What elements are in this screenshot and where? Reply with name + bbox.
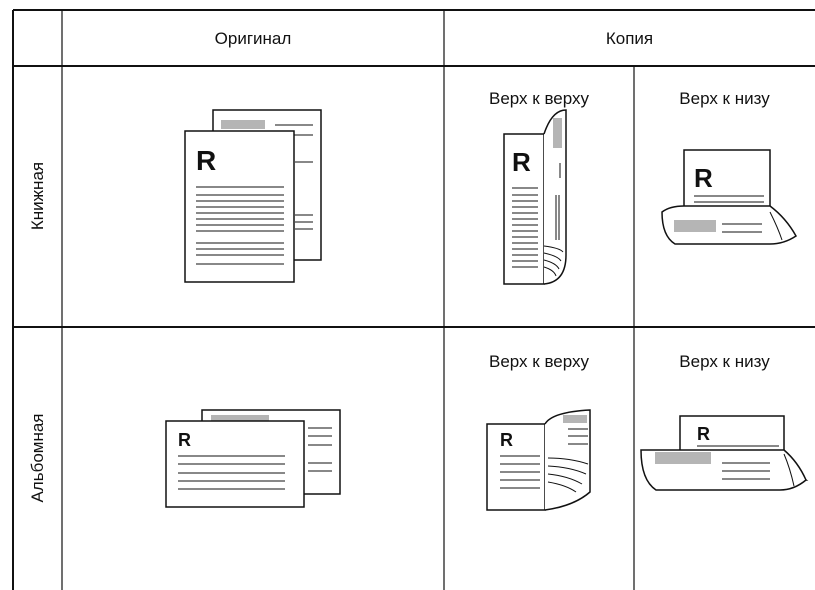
page-letter: R — [697, 424, 710, 444]
page-letter: R — [178, 430, 191, 450]
portrait-original-pages-icon: R — [184, 109, 322, 283]
header-copy: Копия — [605, 29, 654, 48]
page-letter: R — [694, 163, 713, 193]
landscape-original-pages-icon: R — [165, 409, 341, 508]
subheader-top-to-top-landscape: Верх к верху — [489, 352, 589, 371]
landscape-copy-top-to-bottom-icon: R — [640, 415, 809, 491]
portrait-copy-top-to-top-icon: R — [503, 109, 567, 285]
landscape-copy-top-to-top-icon: R — [486, 409, 591, 511]
subheader-top-to-bottom-landscape: Верх к низу — [679, 352, 770, 371]
header-original: Оригинал — [214, 29, 292, 48]
portrait-copy-top-to-bottom-icon: R — [661, 149, 797, 245]
page-letter: R — [512, 147, 531, 177]
page-letter: R — [500, 430, 513, 450]
subheader-top-to-top-portrait: Верх к верху — [489, 89, 589, 108]
page-letter: R — [196, 145, 216, 176]
subheader-top-to-bottom-portrait: Верх к низу — [679, 89, 770, 108]
